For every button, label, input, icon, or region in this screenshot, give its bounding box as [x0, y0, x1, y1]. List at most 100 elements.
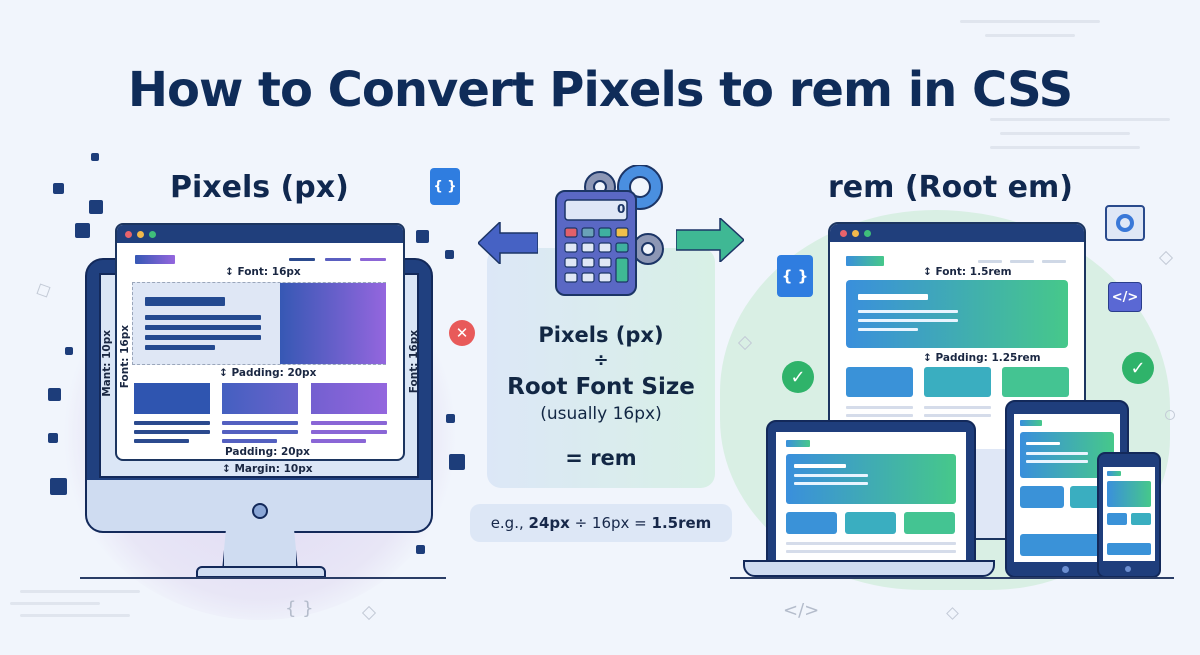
padding-mid-annotation: ↕ Padding: 20px — [219, 367, 317, 379]
card-image — [1107, 513, 1127, 525]
text-line — [794, 474, 868, 477]
margin-bottom-annotation: ↕ Margin: 10px — [222, 463, 313, 475]
text-line — [145, 335, 261, 340]
pixel-square-decor — [75, 223, 90, 238]
code-line-decor — [990, 146, 1140, 149]
text-line — [858, 319, 958, 322]
outline-circle-decor — [1165, 410, 1175, 420]
calculator-display: 0 — [617, 202, 626, 216]
font-left-inner-annotation: Font: 16px — [119, 325, 131, 389]
card-image — [786, 512, 837, 534]
card-image — [904, 512, 955, 534]
text-line — [134, 421, 210, 425]
text-line — [222, 430, 298, 434]
logo-placeholder — [135, 255, 175, 264]
outline-diamond-decor — [946, 607, 959, 620]
text-line — [858, 328, 918, 331]
pixel-square-decor — [53, 183, 64, 194]
css-file-icon: { } — [430, 168, 460, 205]
logo-placeholder — [1107, 471, 1121, 476]
arrow-right-icon — [676, 218, 744, 262]
card-image — [1020, 486, 1064, 508]
pixel-square-decor — [65, 347, 73, 355]
text-line — [134, 439, 189, 443]
window-minimize-dot — [852, 229, 859, 237]
nav-placeholder — [1010, 260, 1034, 263]
window-close-dot — [840, 229, 847, 237]
font-right-outer-annotation: Font: 16px — [408, 330, 420, 394]
hero-heading-placeholder — [858, 294, 928, 300]
text-line — [145, 325, 261, 330]
window-minimize-dot — [137, 230, 144, 238]
pixel-square-decor — [91, 153, 99, 161]
outline-diamond-decor — [361, 605, 377, 621]
code-line-decor — [985, 34, 1075, 37]
window-close-dot — [125, 230, 132, 238]
formula-root-font-size: Root Font Size — [507, 374, 695, 400]
card-image — [222, 383, 298, 414]
css-file-icon: { } — [777, 255, 813, 297]
code-line-decor — [20, 614, 130, 617]
check-icon: ✓ — [1122, 352, 1154, 384]
outline-diamond-decor — [1158, 250, 1174, 266]
text-line — [924, 406, 991, 409]
hero-section — [846, 280, 1068, 348]
laptop-screen — [776, 432, 966, 562]
text-line — [145, 345, 215, 350]
text-line — [222, 439, 277, 443]
page-title: How to Convert Pixels to rem in CSS — [127, 62, 1073, 118]
text-line — [794, 482, 868, 485]
padding-rem-annotation: ↕ Padding: 1.25rem — [923, 352, 1041, 364]
font-top-annotation: ↕ Font: 16px — [225, 266, 301, 278]
text-line — [858, 310, 958, 313]
text-line — [1026, 442, 1060, 445]
margin-left-annotation: Mant: 10px — [101, 330, 113, 397]
pixel-square-decor — [416, 545, 425, 554]
padding-bottom-annotation: Padding: 20px — [225, 446, 310, 458]
text-line — [846, 414, 913, 417]
logo-placeholder — [846, 256, 884, 266]
text-line — [311, 439, 366, 443]
pixel-square-decor — [446, 414, 455, 423]
tablet-home-button — [1062, 566, 1069, 573]
laptop-base — [743, 560, 995, 577]
card-image — [845, 512, 896, 534]
nav-placeholder — [325, 258, 351, 261]
nav-placeholder — [289, 258, 315, 261]
text-line — [924, 414, 991, 417]
text-line — [786, 542, 956, 545]
floor-line — [80, 577, 446, 579]
text-line — [846, 406, 913, 409]
nav-placeholder — [360, 258, 386, 261]
code-line-decor — [960, 20, 1100, 23]
text-line — [311, 421, 387, 425]
formula-divide-icon: ÷ — [593, 350, 609, 371]
pixel-square-decor — [50, 478, 67, 495]
code-line-decor — [20, 590, 140, 593]
code-tag-icon: </> — [783, 600, 820, 621]
footer-placeholder — [1107, 543, 1151, 555]
text-line — [145, 315, 261, 320]
rem-heading: rem (Root em) — [828, 170, 1073, 205]
example-calculation: e.g., 24px ÷ 16px = 1.5rem — [470, 504, 732, 542]
card-image — [134, 383, 210, 414]
nav-placeholder — [978, 260, 1002, 263]
card-image — [846, 367, 913, 397]
hero-section — [786, 454, 956, 504]
pixel-square-decor — [416, 230, 429, 243]
hero-image-placeholder — [280, 283, 386, 364]
error-x-icon: ✕ — [449, 320, 475, 346]
nav-placeholder — [1042, 260, 1066, 263]
card-image — [924, 367, 991, 397]
formula-usually-16px: (usually 16px) — [540, 404, 662, 424]
hero-section — [1107, 481, 1151, 507]
check-icon: ✓ — [782, 361, 814, 393]
window-maximize-dot — [149, 230, 156, 238]
code-line-decor — [10, 602, 100, 605]
pixels-heading: Pixels (px) — [170, 170, 349, 205]
font-rem-annotation: ↕ Font: 1.5rem — [923, 266, 1012, 278]
browser-icon — [1105, 205, 1145, 241]
text-line — [786, 550, 956, 553]
text-line — [1026, 452, 1088, 455]
monitor-stand-neck — [222, 531, 298, 571]
